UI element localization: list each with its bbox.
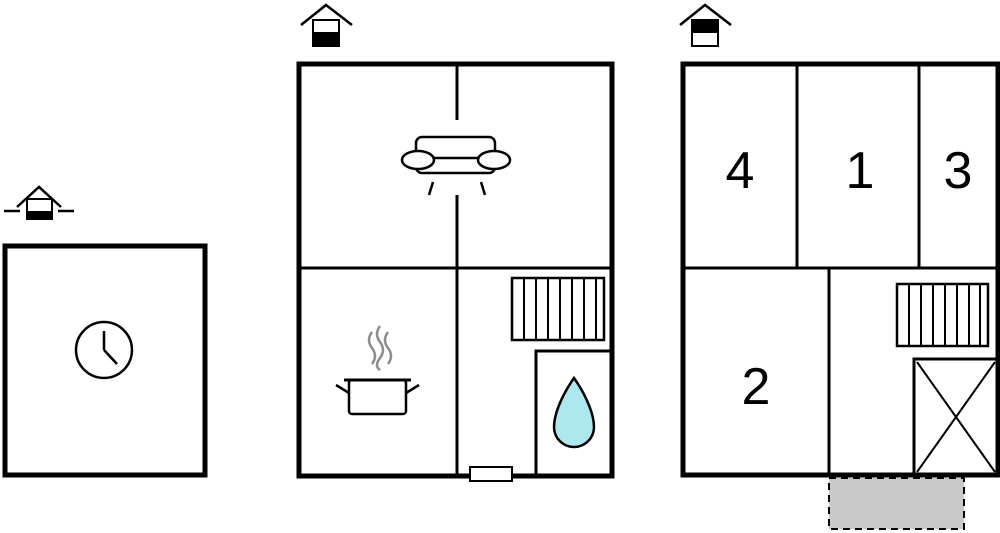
- clock-icon: [74, 320, 134, 380]
- staircase-icon: [510, 276, 606, 342]
- plan-first-floor: 4 1 3 2: [679, 3, 1000, 530]
- plan-outbuilding: [2, 185, 208, 478]
- cooking-pot-icon: [335, 325, 420, 416]
- terrace-area: [828, 477, 965, 530]
- first-floor-partitions: [683, 64, 998, 475]
- room-number-3: 3: [944, 142, 973, 200]
- plan-ground-floor: [296, 3, 615, 482]
- stair-void-icon: [916, 361, 996, 473]
- room-number-1: 1: [846, 142, 875, 200]
- floor-indicator-ground-floor-icon: [300, 3, 353, 47]
- floor-indicator-basement-icon: [4, 185, 74, 220]
- sofa-icon: [400, 135, 512, 196]
- water-drop-icon: [552, 375, 596, 449]
- room-number-2: 2: [742, 358, 771, 416]
- floor-indicator-upper-floor-icon: [679, 3, 732, 47]
- door-icon: [469, 466, 513, 482]
- room-number-4: 4: [726, 142, 755, 200]
- ground-floor-partitions: [299, 64, 612, 476]
- staircase-icon: [895, 282, 990, 348]
- outbuilding-walls: [2, 243, 208, 478]
